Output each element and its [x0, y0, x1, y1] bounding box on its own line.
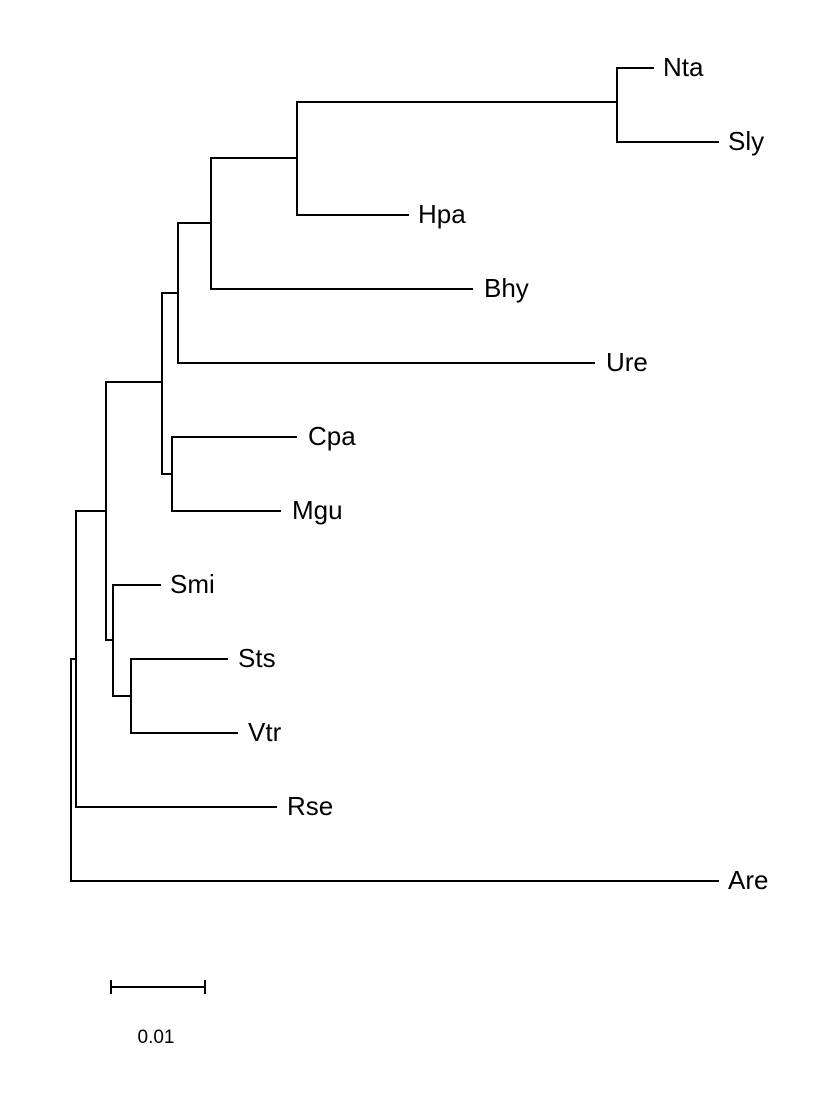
- taxon-labels: Nta Sly Hpa Bhy Ure Cpa Mgu Smi Sts Vtr …: [170, 52, 768, 895]
- taxon-label-mgu: Mgu: [292, 495, 343, 525]
- taxon-label-smi: Smi: [170, 569, 215, 599]
- taxon-label-hpa: Hpa: [418, 199, 466, 229]
- taxon-label-sly: Sly: [728, 126, 764, 156]
- scale-bar-label: 0.01: [138, 1027, 175, 1048]
- taxon-label-vtr: Vtr: [248, 717, 282, 747]
- scale-bar: 0.01: [110, 980, 206, 1048]
- taxon-label-are: Are: [728, 865, 768, 895]
- taxon-label-cpa: Cpa: [308, 421, 356, 451]
- taxon-label-nta: Nta: [663, 52, 704, 82]
- taxon-label-sts: Sts: [238, 643, 276, 673]
- taxon-label-bhy: Bhy: [484, 273, 529, 303]
- taxon-label-ure: Ure: [606, 347, 648, 377]
- tree-branches: [70, 67, 719, 882]
- taxon-label-rse: Rse: [287, 791, 333, 821]
